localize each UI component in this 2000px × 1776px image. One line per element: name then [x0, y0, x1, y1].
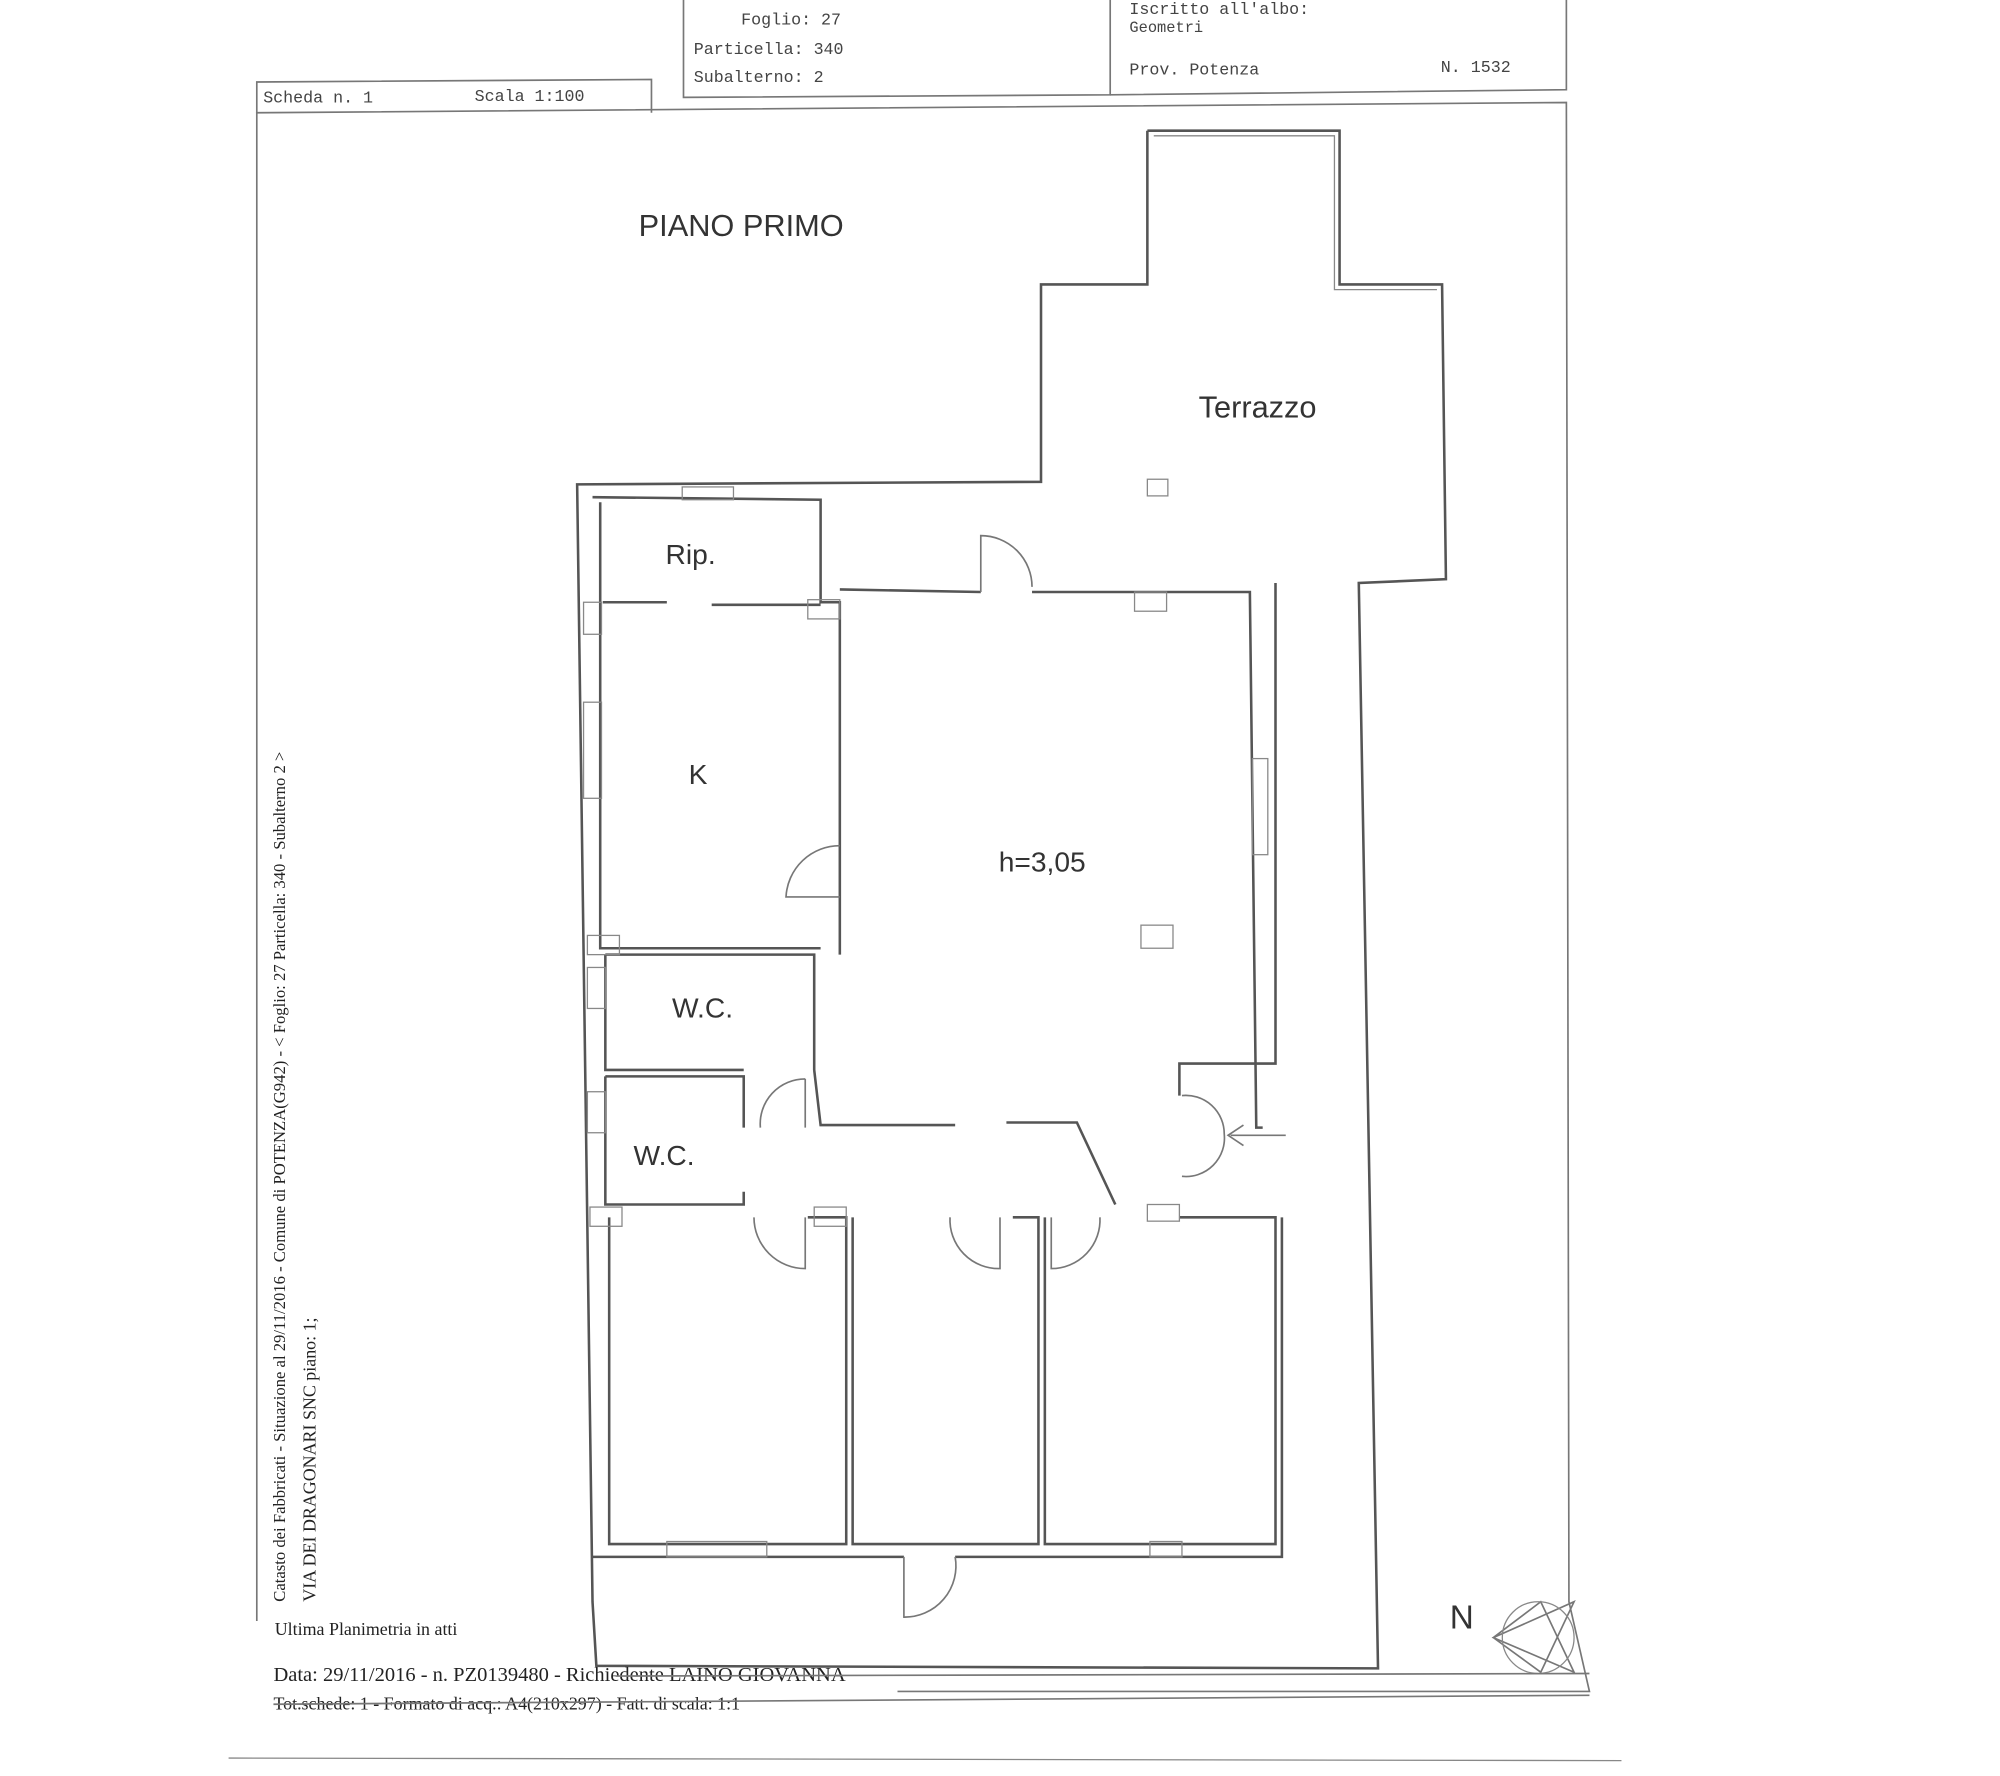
scheda-box: Scheda n. 1 Scala 1:100: [255, 78, 653, 113]
door-swings: [753, 534, 1286, 1618]
north-arrow-icon: N: [1450, 1600, 1576, 1675]
apartment-walls: [582, 486, 1284, 1559]
room-wc2-label: W.C.: [634, 1139, 695, 1171]
iscritto-label: Iscritto all'albo:: [1129, 0, 1309, 19]
provincia-label: Prov. Potenza: [1129, 60, 1259, 79]
north-label: N: [1450, 1600, 1474, 1637]
terrace-label: Terrazzo: [1199, 390, 1317, 425]
cadastral-header: Foglio: 27 Particella: 340 Subalterno: 2…: [682, 0, 1568, 99]
scheda-label: Scheda n. 1: [263, 89, 373, 108]
room-storage-label: Rip.: [666, 538, 716, 570]
room-wc1-label: W.C.: [672, 991, 733, 1023]
side-address: VIA DEI DRAGONARI SNC piano: 1;: [300, 1317, 320, 1601]
scala-label: Scala 1:100: [475, 87, 585, 106]
subalterno-label: Subalterno: 2: [694, 68, 824, 87]
footer-data-line: Data: 29/11/2016 - n. PZ0139480 - Richie…: [273, 1664, 845, 1686]
room-kitchen-label: K: [689, 758, 708, 790]
ultima-planimetria: Ultima Planimetria in atti: [275, 1619, 458, 1639]
particella-label: Particella: 340: [694, 40, 844, 59]
albo-label: Geometri: [1129, 19, 1203, 37]
terrace-outline: [575, 129, 1448, 1670]
foglio-label: Foglio: 27: [741, 10, 841, 29]
room-living-height-label: h=3,05: [999, 845, 1086, 877]
footer-tot-line: Tot.schede: 1 - Formato di acq.: A4(210x…: [273, 1693, 740, 1714]
floor-title: PIANO PRIMO: [639, 208, 844, 243]
side-cadastral-info: Catasto dei Fabbricati - Situazione al 2…: [270, 752, 289, 1602]
numero-label: N. 1532: [1441, 58, 1511, 77]
main-frame: [255, 101, 1591, 1693]
